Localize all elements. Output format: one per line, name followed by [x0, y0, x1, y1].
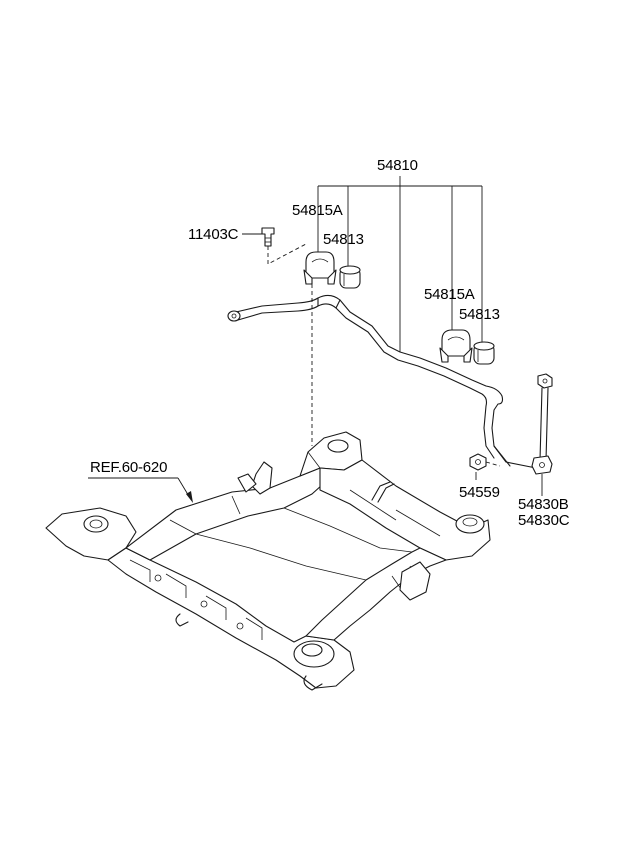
alignment-dashes: [267, 243, 313, 446]
label-11403c: 11403C: [188, 226, 239, 243]
label-54815a-left: 54815A: [292, 202, 343, 219]
label-54815a-right: 54815A: [424, 286, 475, 303]
label-54810: 54810: [377, 157, 418, 174]
bushing-left: [339, 265, 361, 289]
stabilizer-bar: [227, 294, 537, 469]
bolt: [261, 227, 275, 247]
label-54813-left: 54813: [323, 231, 364, 248]
bracket-left: [303, 251, 337, 285]
leader-lines: [88, 176, 543, 503]
subframe: [45, 431, 491, 691]
bushing-right: [473, 341, 495, 365]
label-54830b: 54830B: [518, 496, 569, 513]
label-54559: 54559: [459, 484, 500, 501]
bracket-right: [439, 329, 473, 363]
label-54813-right: 54813: [459, 306, 500, 323]
stabilizer-link: [531, 373, 553, 475]
label-54830c: 54830C: [518, 512, 570, 529]
label-ref-60-620: REF.60-620: [90, 459, 168, 476]
nut: [469, 453, 501, 471]
